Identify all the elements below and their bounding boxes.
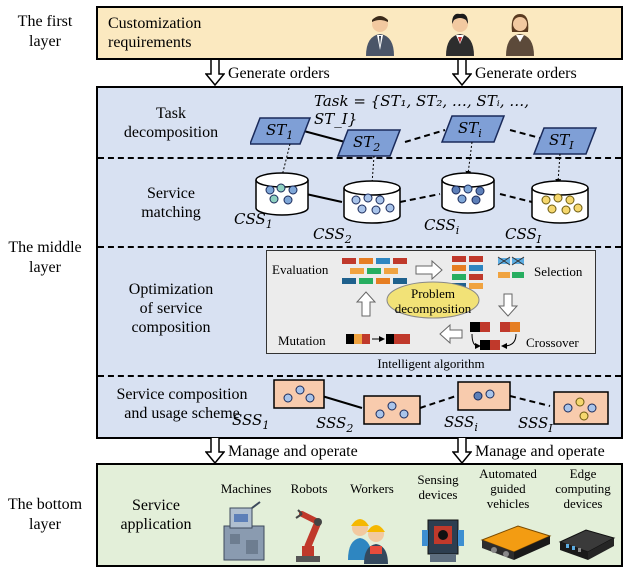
problem-label: Problem decomposition (394, 286, 472, 316)
task-formula: Task = {ST₁, ST₂, …, STᵢ, …, ST_I} (314, 92, 530, 128)
task-decomposition-diagram (250, 115, 598, 157)
st-node-2 (336, 129, 402, 157)
mutation-label: Mutation (278, 333, 326, 348)
robot-arm-icon (295, 509, 322, 562)
sss-node-I (553, 391, 609, 425)
sss-label-I: SSSI (518, 414, 553, 435)
customer-female-icon (446, 13, 474, 56)
task-decomposition-label: Task decomposition (123, 105, 219, 141)
css-label-I: CSSI (505, 225, 542, 246)
sss-link-1 (321, 395, 363, 409)
edge-device-icon (558, 529, 616, 560)
customer-woman-icon (506, 14, 534, 56)
sss-node-1 (273, 379, 325, 409)
resource-icons (223, 501, 616, 564)
service-composition-diagram (273, 379, 609, 425)
resource-label-edge: Edge computing devices (555, 466, 611, 511)
css-label-i: CSSi (424, 216, 460, 237)
service-matching-label: Service matching (141, 185, 201, 221)
st-link-2 (404, 129, 446, 143)
agv-icon (480, 525, 552, 560)
down-arrow (497, 293, 519, 317)
st-node-I (532, 127, 598, 155)
css-label-2: CSS2 (313, 225, 352, 246)
st-label-2: ST2 (353, 133, 381, 154)
st-node-i (440, 115, 506, 143)
selection-marks (497, 256, 525, 278)
selection-label: Selection (534, 264, 583, 279)
match-arrow-i (465, 142, 473, 177)
resource-label-workers: Workers (350, 481, 394, 496)
service-composition-label: Service composition and usage scheme (116, 386, 248, 422)
css-link-2 (399, 193, 441, 203)
optimization-label: Optimization of service composition (128, 281, 214, 336)
css-link-1 (305, 193, 343, 203)
css-cylinder-2 (343, 180, 401, 224)
st-label-i: STi (458, 119, 482, 140)
css-cylinder-1 (255, 172, 309, 216)
match-arrow-1 (279, 143, 291, 179)
algorithm-diagram (342, 256, 525, 350)
workers-icon (348, 519, 388, 564)
generate-orders-left: Generate orders (228, 65, 330, 82)
sss-label-2: SSS2 (316, 414, 354, 435)
eval-arrow (415, 259, 443, 281)
layer-label-middle: The middle layer (8, 239, 82, 276)
sss-node-i (457, 381, 511, 411)
sss-node-2 (363, 395, 421, 425)
manage-operate-left: Manage and operate (228, 443, 358, 460)
resource-label-robots: Robots (290, 481, 328, 496)
separator-3 (98, 375, 621, 377)
manage-arrow-left (205, 438, 225, 464)
customer-male-icon (366, 16, 394, 56)
crossover-label: Crossover (526, 335, 579, 350)
sss-link-2 (419, 395, 457, 409)
crossover-blocks (470, 322, 520, 350)
match-arrow-I (555, 153, 562, 185)
problem-ellipse (386, 281, 480, 319)
css-link-3 (499, 193, 533, 203)
resource-label-sensing: Sensing devices (417, 472, 459, 502)
separator-1 (98, 157, 621, 159)
layer-label-first: The first layer (17, 13, 73, 50)
customization-requirements: Customization requirements (108, 15, 202, 51)
st-label-1: ST1 (266, 121, 294, 142)
manage-arrow-right (452, 438, 472, 464)
first-layer-panel (96, 6, 623, 60)
st-link-1 (299, 129, 346, 143)
st-label-I: STI (549, 131, 574, 152)
css-cylinder-I (531, 180, 589, 224)
customer-icons (366, 13, 534, 56)
sss-link-3 (509, 395, 551, 407)
left-arrow (439, 323, 463, 345)
css-label-1: CSS1 (234, 210, 273, 231)
separator-2 (98, 246, 621, 248)
service-application-label: Service application (120, 497, 192, 533)
match-arrow-2 (369, 155, 376, 187)
sss-label-1: SSS1 (232, 411, 270, 432)
evaluation-label: Evaluation (272, 262, 329, 277)
resource-label-agv: Automated guided vehicles (479, 466, 537, 511)
sensor-icon (422, 519, 464, 562)
mutation-blocks (346, 334, 410, 344)
algorithm-caption: Intelligent algorithm (377, 356, 485, 371)
generate-orders-right: Generate orders (475, 65, 577, 82)
st-link-3 (509, 129, 541, 139)
machine-icon (223, 501, 265, 561)
generate-arrow-right (452, 60, 472, 86)
layer-label-bottom: The bottom layer (7, 496, 83, 533)
sss-label-i: SSSi (444, 413, 478, 434)
css-cylinder-i (441, 172, 495, 214)
st-node-1 (250, 117, 312, 145)
population-blocks (342, 258, 407, 284)
up-arrow (355, 291, 377, 317)
resource-label-machines: Machines (220, 481, 272, 496)
generate-arrow-left (205, 60, 225, 86)
manage-operate-right: Manage and operate (475, 443, 605, 460)
service-matching-diagram (255, 142, 589, 224)
